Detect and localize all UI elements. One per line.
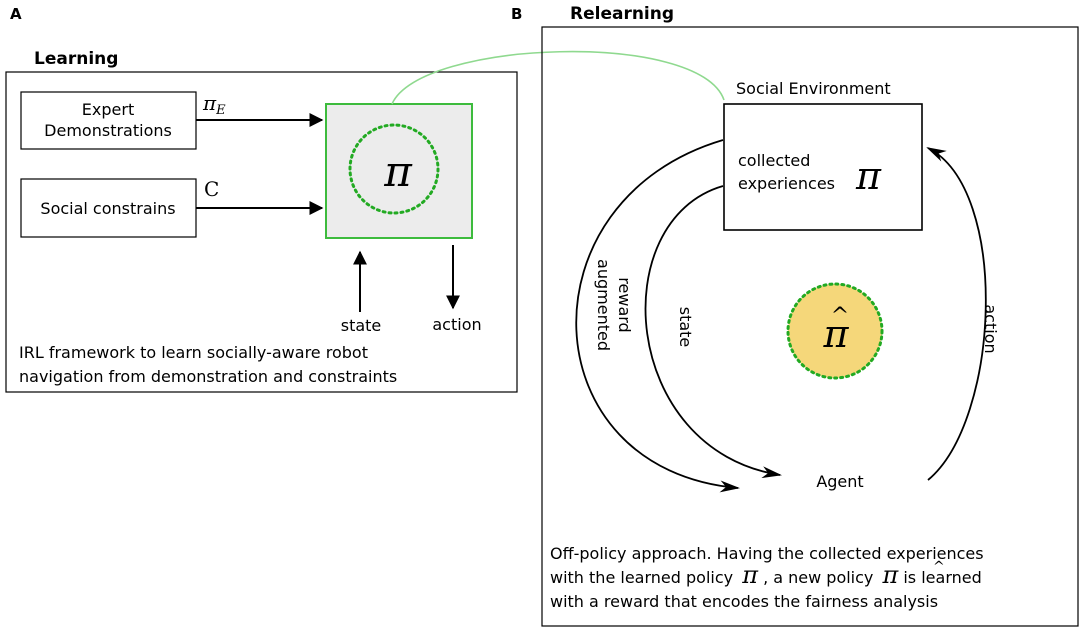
panel-a-letter: A [10,5,22,23]
env-policy-symbol: π [855,154,882,198]
panel-b-state-label: state [676,307,695,348]
new-policy-circle [786,282,884,380]
augmented-reward-arrow [575,139,740,493]
c-label: C [204,177,219,201]
collected-line1: collected [738,151,810,170]
new-policy-symbol: π [823,312,850,356]
policy-dotted-circle [348,123,440,215]
new-policy-hat: ^ [831,304,849,329]
panel-a-action-label: action [432,315,481,334]
panel-a-title: Learning [34,49,118,69]
panel-b-caption-line2: with the learned policy π , a new policy… [550,561,982,589]
expert-demonstrations-box [20,91,197,150]
caption-pi-hat-mark: ^ [933,559,945,575]
social-environment-box [723,103,923,231]
policy-symbol: π [383,147,413,196]
collected-line2: experiences [738,174,835,193]
panel-b-frame [541,26,1079,627]
social-environment-title: Social Environment [736,79,891,98]
augmented-label-line1: augmented [594,259,613,351]
panel-b-caption-line3: with a reward that encodes the fairness … [550,592,938,611]
social-constrains-box [20,178,197,238]
panel-a-caption-line1: IRL framework to learn socially-aware ro… [19,343,368,362]
panel-a-caption-line2: navigation from demonstration and constr… [19,367,397,386]
pi-e-label: πE [202,91,226,118]
social-constrains-label: Social constrains [40,199,175,218]
expert-line2: Demonstrations [44,121,172,140]
augmented-label-line2: reward [615,277,634,332]
panel-a-state-label: state [341,316,382,335]
panel-a-frame [5,71,518,393]
panel-connector-line [391,50,725,105]
panel-b-action-label: action [981,304,1000,353]
state-curve-arrow [644,185,782,479]
agent-label: Agent [816,472,863,491]
panel-b-letter: B [511,5,522,23]
action-curve-arrow [926,147,987,481]
panel-b-caption-line1: Off-policy approach. Having the collecte… [550,544,984,563]
panel-b-title: Relearning [570,4,674,24]
expert-line1: Expert [82,100,134,119]
